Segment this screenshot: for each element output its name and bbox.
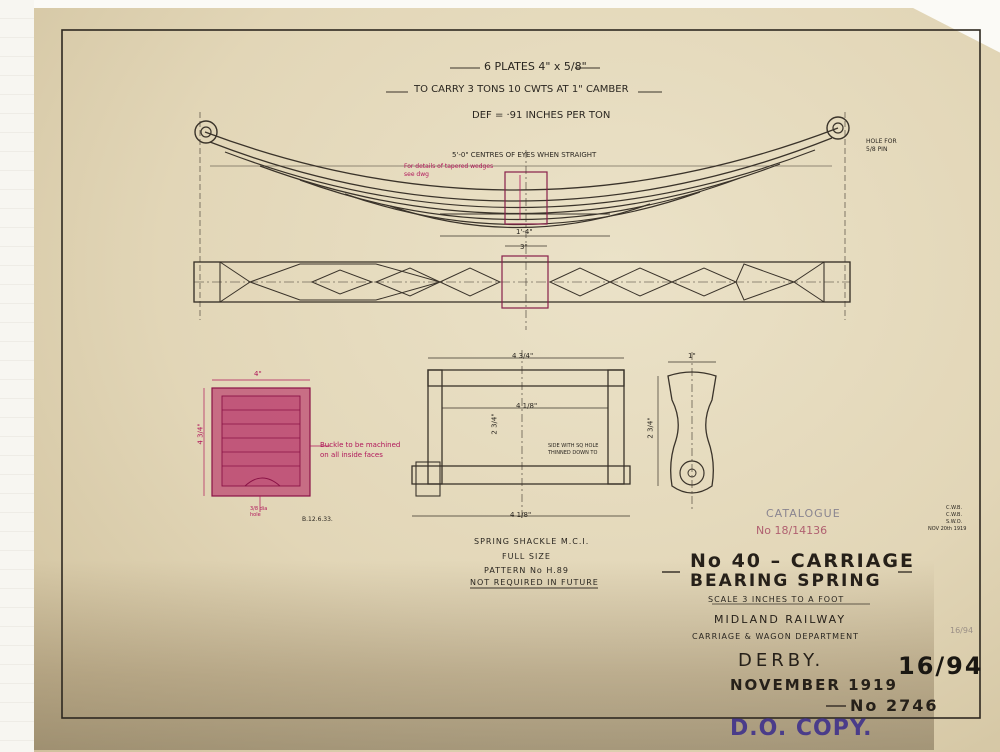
catalogue-stamp-number: No 18/14136 [756,524,828,537]
shackle-inner-dim: 4 1/8" [516,402,538,410]
initials-1: C.W.B. [946,505,963,511]
buckle-date-mark: B.12.6.33. [302,516,333,523]
buckle-width-dim: 1'-4" [516,228,533,236]
load-spec: TO CARRY 3 TONS 10 CWTS AT 1" CAMBER [414,84,629,95]
initials-date: NOV 20th 1919 [928,526,967,532]
eye-centres-note: 5'-0" CENTRES OF EYES WHEN STRAIGHT [452,151,597,159]
drawing-scale: SCALE 3 INCHES TO A FOOT [708,595,845,604]
deflection-spec: DEF = ·91 INCHES PER TON [472,110,611,121]
shackle-overall-dim: 4 3/4" [512,352,534,360]
scan-margin [0,0,34,752]
shackle-not-required: NOT REQUIRED IN FUTURE [470,578,599,587]
do-copy-stamp: D.O. COPY. [730,716,873,741]
company-name: MIDLAND RAILWAY [714,613,847,626]
buckle-section [203,379,330,512]
shackle-height-dim: 2 3/4" [490,413,499,435]
shackle-size: FULL SIZE [502,552,551,561]
buckle-centre-dim: 3" [520,243,528,251]
initials-3: S.W.O. [946,519,963,525]
buckle-machining-note: Buckle to be machined on all inside face… [320,441,401,459]
tapered-wedge-note: For details of tapered wedges see dwg [404,163,494,178]
shackle-title: SPRING SHACKLE M.C.I. [474,537,590,546]
drawing-ref: 16/94 [898,652,984,680]
shackle-bottom-dim: 4 1/8" [510,511,532,519]
buckle-section-height: 4 3/4" [196,423,205,445]
place-name: DERBY. [738,650,825,671]
drawing-border [61,29,981,719]
buckle-hole-note: 3/8 dia hole [250,506,268,518]
buckle-section-width: 4" [254,370,262,378]
side-view-height-dim: 2 3/4" [646,417,655,439]
drawing-date: NOVEMBER 1919 [730,676,898,694]
shackle-pattern: PATTERN No H.89 [484,566,569,575]
drawing-subject: BEARING SPRING [690,571,882,591]
shackle-side-note: SIDE WITH SQ HOLE THINNED DOWN TO [548,443,599,456]
leaf-spring-elevation [194,112,850,330]
drawing-no: No 2746 [850,696,939,715]
right-eye [826,116,850,140]
left-eye [194,120,218,144]
shackle-front-view [411,350,631,520]
department-name: CARRIAGE & WAGON DEPARTMENT [692,632,859,641]
catalogue-stamp-label: CATALOGUE [766,507,841,520]
leaf-spring-plan [193,255,851,309]
side-view-top-dim: 1" [688,352,696,360]
pencil-ref: 16/94 [950,626,974,635]
initials-2: C.W.B. [946,512,963,518]
shackle-side-view [657,352,717,510]
pin-hole-note: HOLE FOR 5/8 PIN [866,138,897,153]
drawing-number-title: No 40 – CARRIAGE [690,550,915,572]
plates-spec: 6 PLATES 4" x 5/8" [484,60,587,73]
